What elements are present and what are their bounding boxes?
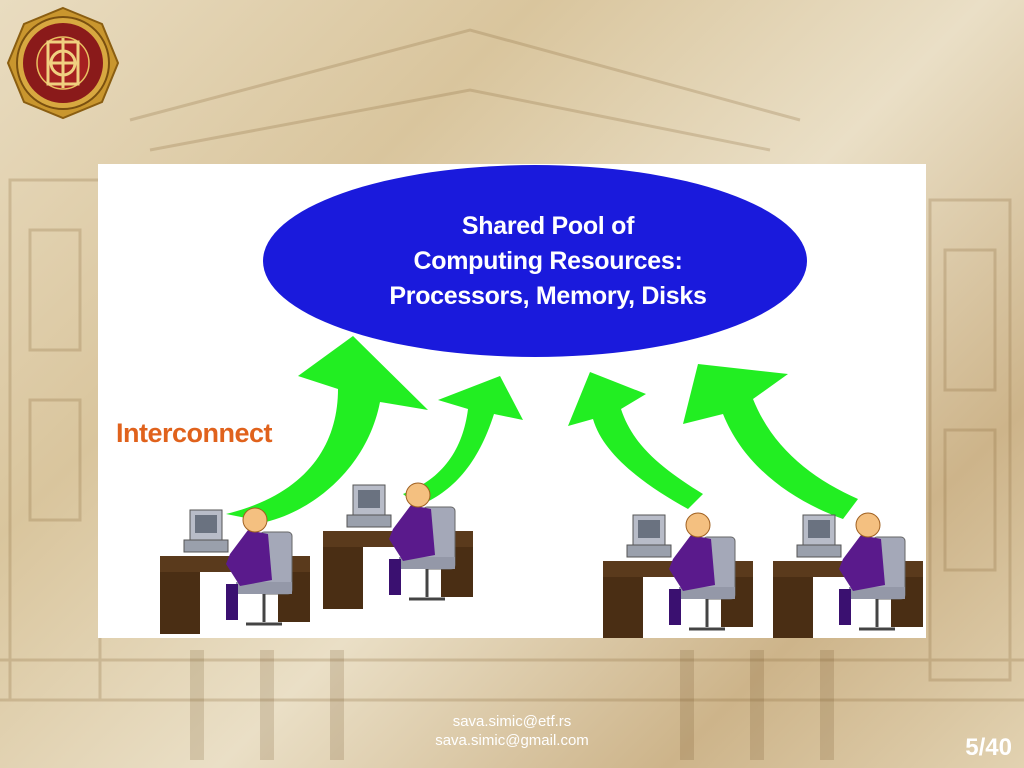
workstation-1 bbox=[160, 508, 310, 634]
page-number: 5/40 bbox=[965, 734, 1012, 762]
faculty-seal-logo bbox=[6, 6, 120, 120]
email-etf: sava.simic@etf.rs bbox=[402, 712, 622, 731]
workstation-4 bbox=[773, 513, 923, 638]
workstations bbox=[98, 164, 926, 638]
workstation-3 bbox=[603, 513, 753, 638]
email-gmail: sava.simic@gmail.com bbox=[402, 731, 622, 750]
contact-emails: sava.simic@etf.rs sava.simic@gmail.com bbox=[402, 712, 622, 750]
workstation-2 bbox=[323, 483, 473, 609]
shared-pool-diagram: Shared Pool of Computing Resources: Proc… bbox=[98, 164, 926, 638]
